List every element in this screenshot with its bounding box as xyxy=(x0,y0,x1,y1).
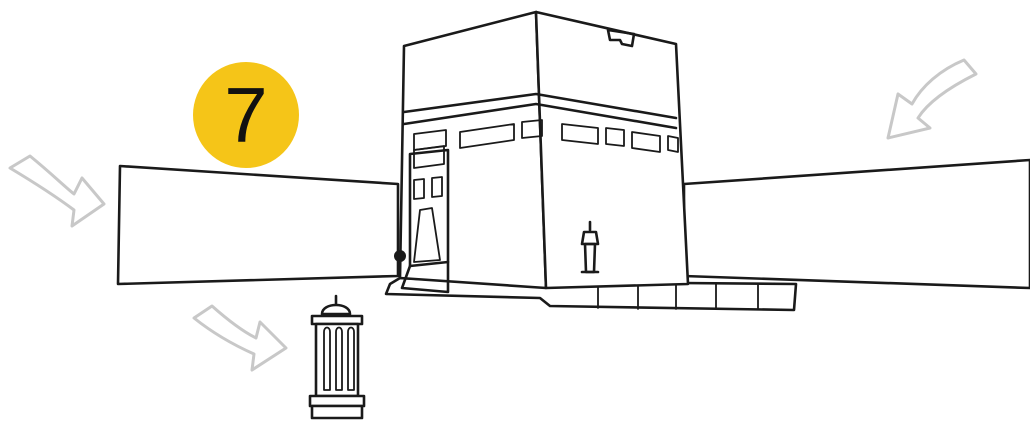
kaaba-icon xyxy=(394,12,688,292)
direction-arrow-icon-bottom xyxy=(194,306,286,370)
direction-arrow-icon-right xyxy=(888,60,976,138)
step-number-badge: 7 xyxy=(193,62,299,168)
maqam-ibrahim-icon xyxy=(310,296,364,418)
direction-arrow-icon-left xyxy=(10,156,104,226)
step-number: 7 xyxy=(224,76,267,154)
right-wall xyxy=(684,160,1030,288)
left-wall xyxy=(118,166,398,284)
